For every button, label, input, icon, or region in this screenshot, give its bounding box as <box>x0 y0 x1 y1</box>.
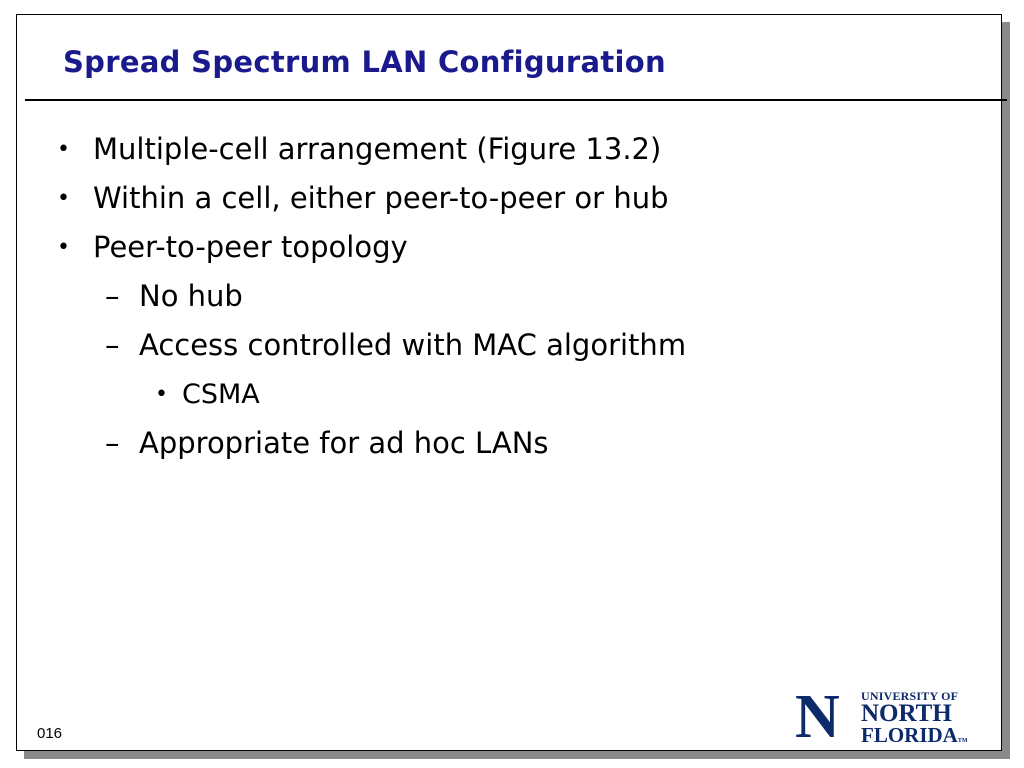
bullet-marker: • <box>57 186 70 211</box>
dash-marker: – <box>105 279 120 313</box>
slide-title: Spread Spectrum LAN Configuration <box>63 45 666 79</box>
logo-trademark: TM <box>957 738 968 744</box>
sub-bullet-text: No hub <box>139 279 243 313</box>
sub-bullet-item: – Appropriate for ad hoc LANs <box>55 419 686 468</box>
page-number: 016 <box>37 725 63 742</box>
bullet-item: • Multiple-cell arrangement (Figure 13.2… <box>55 125 686 174</box>
logo-florida: FLORIDATM <box>861 725 968 752</box>
bullet-text: Multiple-cell arrangement (Figure 13.2) <box>93 132 662 166</box>
bullet-marker: • <box>57 137 70 162</box>
logo-north: NORTH <box>861 700 952 727</box>
title-divider <box>25 99 1007 101</box>
sub-bullet-text: Access controlled with MAC algorithm <box>139 328 687 362</box>
bullet-text: Peer-to-peer topology <box>93 230 408 264</box>
dash-marker: – <box>105 328 120 362</box>
bullet-item: • Peer-to-peer topology <box>55 223 686 272</box>
bullet-item: • Within a cell, either peer-to-peer or … <box>55 174 686 223</box>
logo-n-mark: N <box>795 683 840 751</box>
sub-sub-bullet-item: • CSMA <box>55 370 686 419</box>
sub-bullet-item: – No hub <box>55 272 686 321</box>
unf-logo: N UNIVERSITY OF NORTH FLORIDATM <box>795 683 995 751</box>
sub-bullet-item: – Access controlled with MAC algorithm <box>55 321 686 370</box>
bullet-marker: • <box>155 382 168 407</box>
bullet-text: Within a cell, either peer-to-peer or hu… <box>93 181 669 215</box>
sub-bullet-text: Appropriate for ad hoc LANs <box>139 426 549 460</box>
dash-marker: – <box>105 426 120 460</box>
slide: Spread Spectrum LAN Configuration • Mult… <box>16 14 1007 751</box>
logo-florida-text: FLORIDA <box>861 723 958 747</box>
logo-wordmark: UNIVERSITY OF NORTH FLORIDATM <box>861 690 968 752</box>
bullet-marker: • <box>57 235 70 260</box>
logo-university-of: UNIVERSITY OF <box>861 689 959 703</box>
sub-sub-bullet-text: CSMA <box>182 379 260 410</box>
bullet-list: • Multiple-cell arrangement (Figure 13.2… <box>55 125 686 468</box>
